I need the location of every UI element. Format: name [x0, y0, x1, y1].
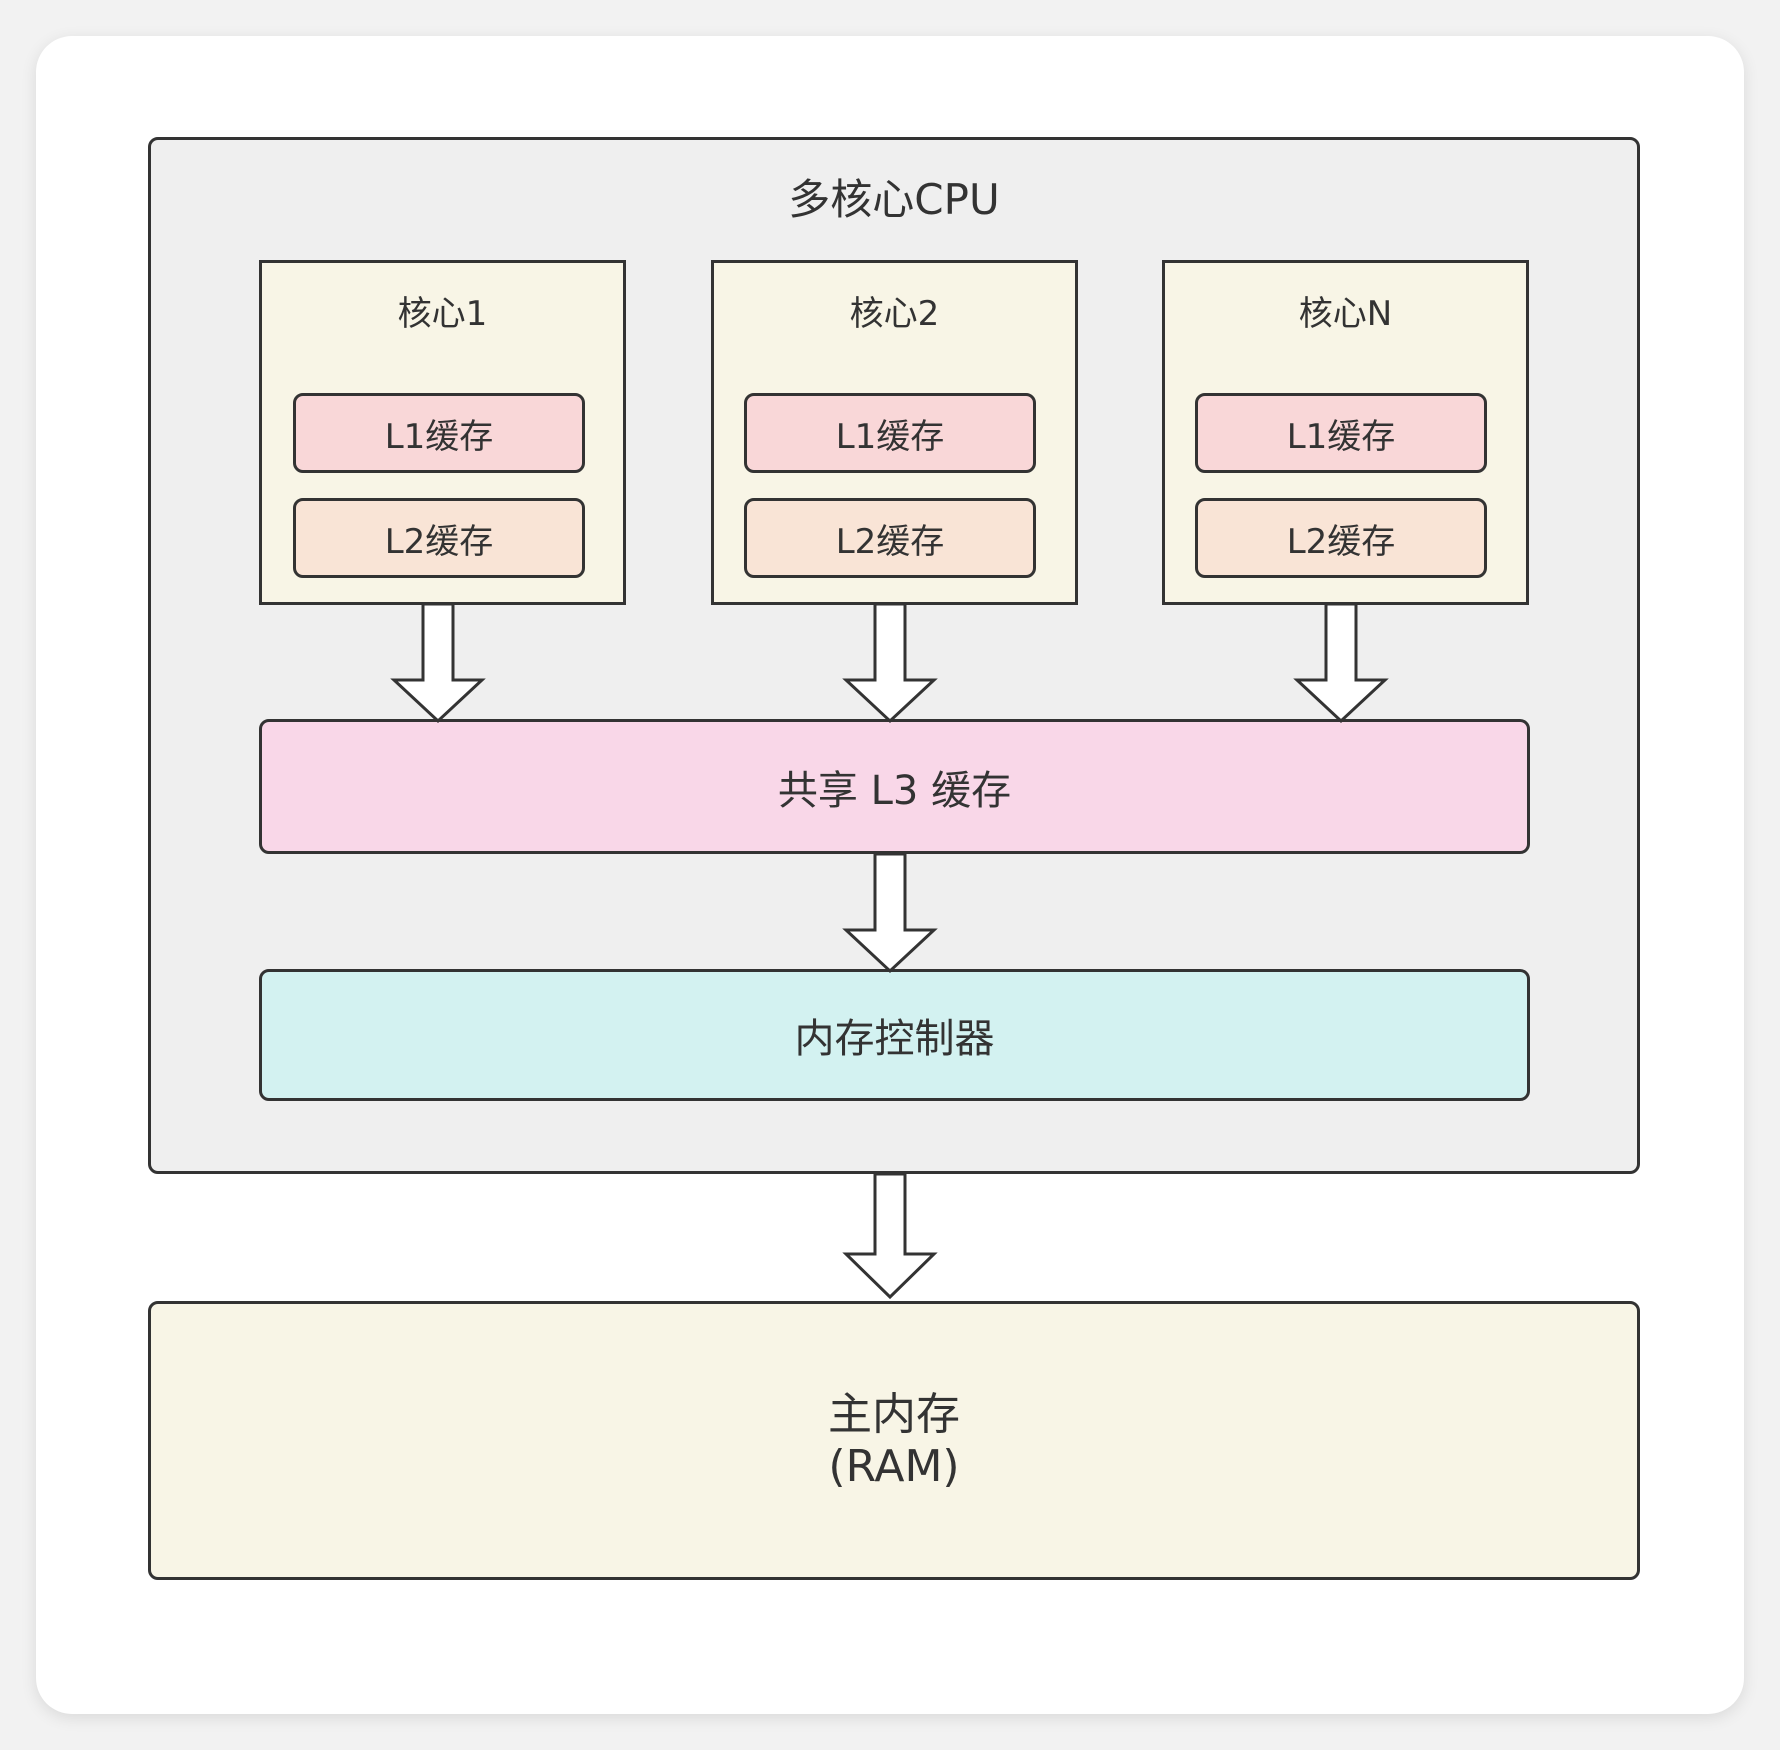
core-2-l1-cache: L1缓存 [744, 393, 1036, 473]
shared-l3-cache: 共享 L3 缓存 [259, 719, 1530, 854]
memory-controller: 内存控制器 [259, 969, 1530, 1101]
core-2-label: 核心2 [849, 294, 940, 334]
core-1-l1-cache: L1缓存 [293, 393, 585, 473]
core-1-l2-cache: L2缓存 [293, 498, 585, 578]
core-n-l1-cache: L1缓存 [1195, 393, 1487, 473]
cpu-title: 多核心CPU [788, 175, 1000, 224]
main-memory-label: 主内存 [828, 1388, 960, 1440]
main-memory: 主内存 (RAM) [148, 1301, 1640, 1580]
main-memory-sublabel: (RAM) [828, 1440, 960, 1492]
core-n-label: 核心N [1298, 294, 1393, 334]
core-n-l2-cache: L2缓存 [1195, 498, 1487, 578]
core-1-label: 核心1 [397, 294, 488, 334]
core-2-l2-cache: L2缓存 [744, 498, 1036, 578]
